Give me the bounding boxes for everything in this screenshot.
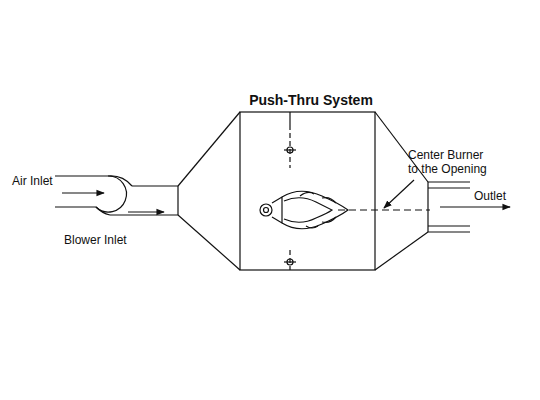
diagram-title: Push-Thru System [249,92,373,108]
callout-label: Center Burner to the Opening [408,148,493,176]
inlet-label: Blower Inlet [64,233,127,247]
inlet-label: Air Inlet [12,174,53,188]
outlet-label: Outlet [474,189,506,203]
